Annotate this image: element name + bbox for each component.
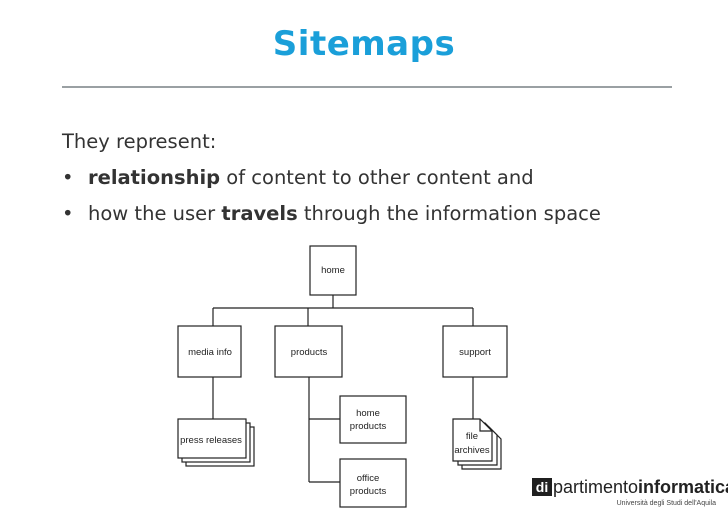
- logo-badge: di: [532, 478, 552, 496]
- title-divider: [62, 86, 672, 88]
- node-press-releases-box: [177, 418, 247, 459]
- bullet-emphasis: travels: [221, 202, 298, 225]
- node-home-products-label-2: products: [350, 421, 387, 432]
- node-support-label: support: [459, 347, 491, 358]
- bullet-item-relationship: • relationship of content to other conten…: [62, 160, 702, 196]
- slide-title: Sitemaps: [272, 24, 456, 64]
- file-archives-fold: [479, 419, 492, 432]
- intro-text: They represent:: [62, 130, 217, 153]
- node-home-products-box: [339, 395, 407, 444]
- node-home-label: home: [321, 265, 345, 276]
- bullet-emphasis: relationship: [88, 166, 221, 189]
- bullet-list: They represent: • relationship of content…: [62, 124, 702, 232]
- node-file-archives-label-1: file: [466, 431, 478, 442]
- logo-university: Università degli Studi dell'Aquila: [616, 500, 716, 507]
- node-office-products-box: [339, 458, 407, 508]
- bullet-dot: •: [62, 166, 74, 189]
- bullet-text: of content to other content and: [220, 166, 534, 189]
- logo-brand-bold: informatica: [638, 477, 728, 497]
- node-home-products-label-1: home: [356, 408, 380, 419]
- node-office-products-label-1: office: [357, 473, 380, 484]
- bullet-text: through the information space: [297, 202, 601, 225]
- node-office-products-label-2: products: [350, 486, 387, 497]
- node-file-archives-label-2: archives: [454, 445, 490, 456]
- node-media-info-box: [177, 325, 242, 378]
- logo-brand: partimentoinformatica: [553, 476, 728, 498]
- node-home-box: [309, 245, 357, 296]
- node-press-releases-label: press releases: [180, 435, 242, 446]
- dipartimento-logo: di partimentoinformatica Università degl…: [532, 476, 728, 510]
- bullet-text: how the user: [88, 202, 222, 225]
- node-media-info-label: media info: [188, 347, 232, 358]
- logo-brand-light: partimento: [553, 477, 639, 497]
- bullet-item-travels: • how the user travels through the inform…: [62, 196, 702, 232]
- node-support-box: [442, 325, 508, 378]
- node-file-archives-box: [452, 418, 493, 462]
- node-products-label: products: [291, 347, 328, 358]
- node-products-box: [274, 325, 343, 378]
- bullet-dot: •: [62, 202, 74, 225]
